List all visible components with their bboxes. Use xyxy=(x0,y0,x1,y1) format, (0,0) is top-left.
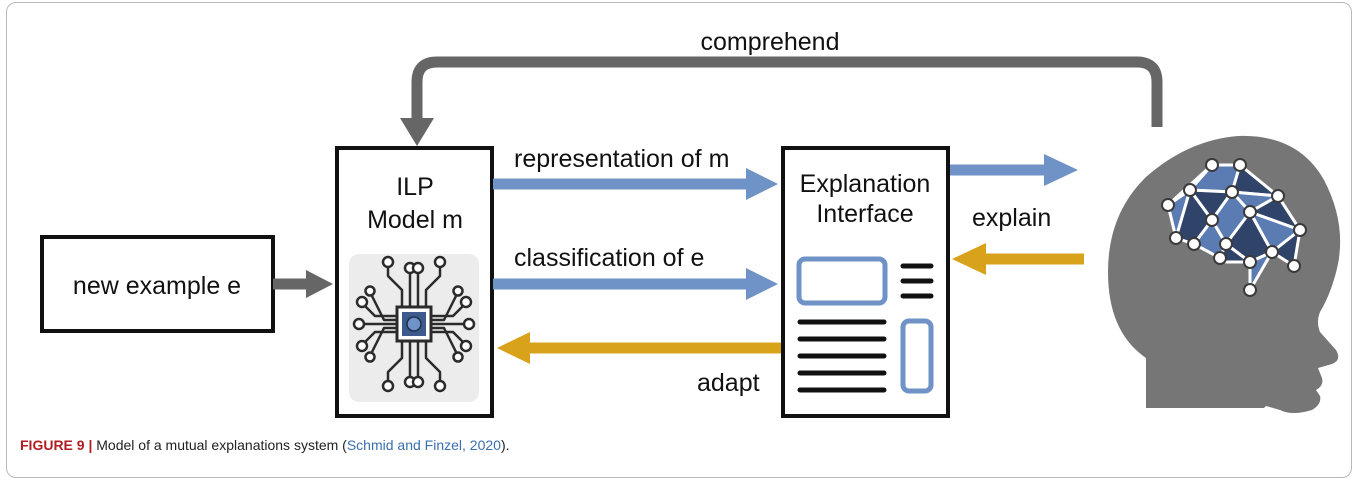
figure-caption: FIGURE 9 | Model of a mutual explanation… xyxy=(20,437,510,453)
output-arrow xyxy=(950,154,1078,186)
document-layout-icon xyxy=(796,256,934,394)
figure-label: FIGURE 9 | xyxy=(20,437,93,453)
figure-frame xyxy=(6,2,1352,478)
explanation-subtitle: Interface xyxy=(816,200,913,228)
new-example-label: new example e xyxy=(73,272,241,300)
explain-label: explain xyxy=(972,204,1051,232)
classification-arrow xyxy=(493,268,778,300)
ilp-subtitle: Model m xyxy=(367,206,463,234)
citation-link[interactable]: Schmid and Finzel, 2020 xyxy=(346,437,501,453)
comprehend-label: comprehend xyxy=(701,28,840,56)
classification-label: classification of e xyxy=(514,244,704,272)
caption-text: Model of a mutual explanations system ( xyxy=(92,437,347,453)
representation-label: representation of m xyxy=(514,145,729,173)
new-example-box xyxy=(40,235,275,333)
caption-end: ). xyxy=(500,437,510,453)
circuit-chip-icon xyxy=(349,254,479,402)
brain-head-icon xyxy=(1108,135,1341,413)
input-arrow xyxy=(273,270,333,298)
explanation-title: Explanation xyxy=(800,170,931,198)
ilp-title: ILP xyxy=(396,173,434,201)
explain-arrow xyxy=(952,243,1084,275)
adapt-arrow xyxy=(497,332,782,364)
adapt-label: adapt xyxy=(697,369,760,397)
representation-arrow xyxy=(493,168,778,200)
comprehend-arrow xyxy=(400,56,1163,146)
